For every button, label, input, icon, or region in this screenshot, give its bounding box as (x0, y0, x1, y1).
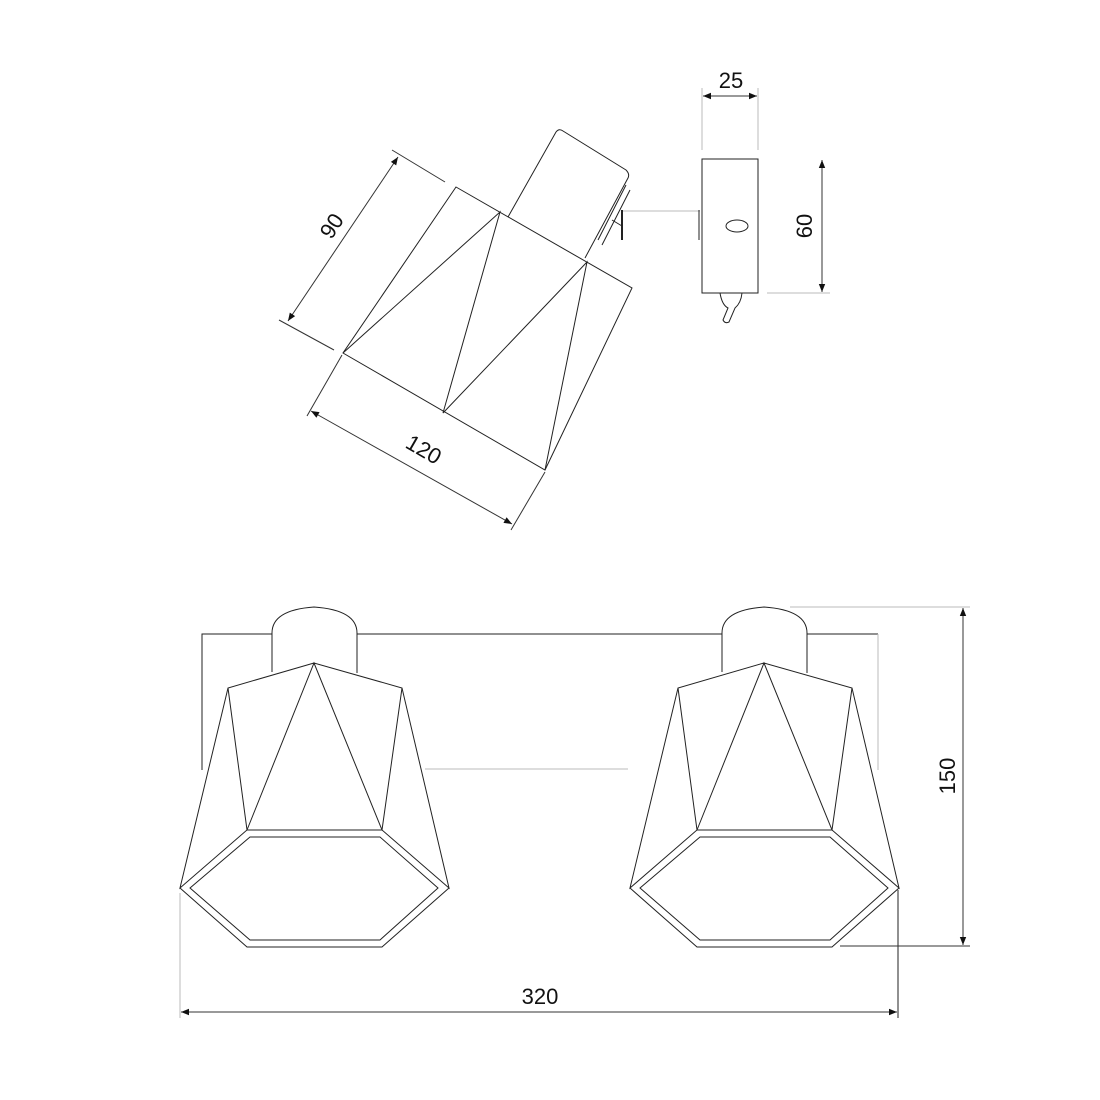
dimension-total-width: 320 (179, 890, 899, 1018)
dimension-total-height: 150 (790, 606, 970, 947)
dimension-label-60: 60 (792, 214, 817, 238)
dimension-label-150: 150 (935, 758, 960, 795)
front-view-lamp-left (179, 606, 450, 948)
dimension-label-25: 25 (719, 68, 743, 93)
front-view-backplate (201, 633, 879, 770)
dimension-shade-length: 120 (306, 354, 546, 531)
dimension-bracket-height: 60 (767, 160, 830, 294)
front-view-lamp-right (629, 606, 900, 948)
dimension-label-120: 120 (402, 429, 446, 469)
side-view-shade (342, 129, 633, 471)
side-view-bracket (611, 158, 759, 324)
dimension-bracket-width: 25 (701, 68, 759, 150)
dimension-label-320: 320 (522, 984, 559, 1009)
screw-hole-icon (725, 219, 749, 233)
dimension-shade-height: 90 (278, 149, 446, 351)
